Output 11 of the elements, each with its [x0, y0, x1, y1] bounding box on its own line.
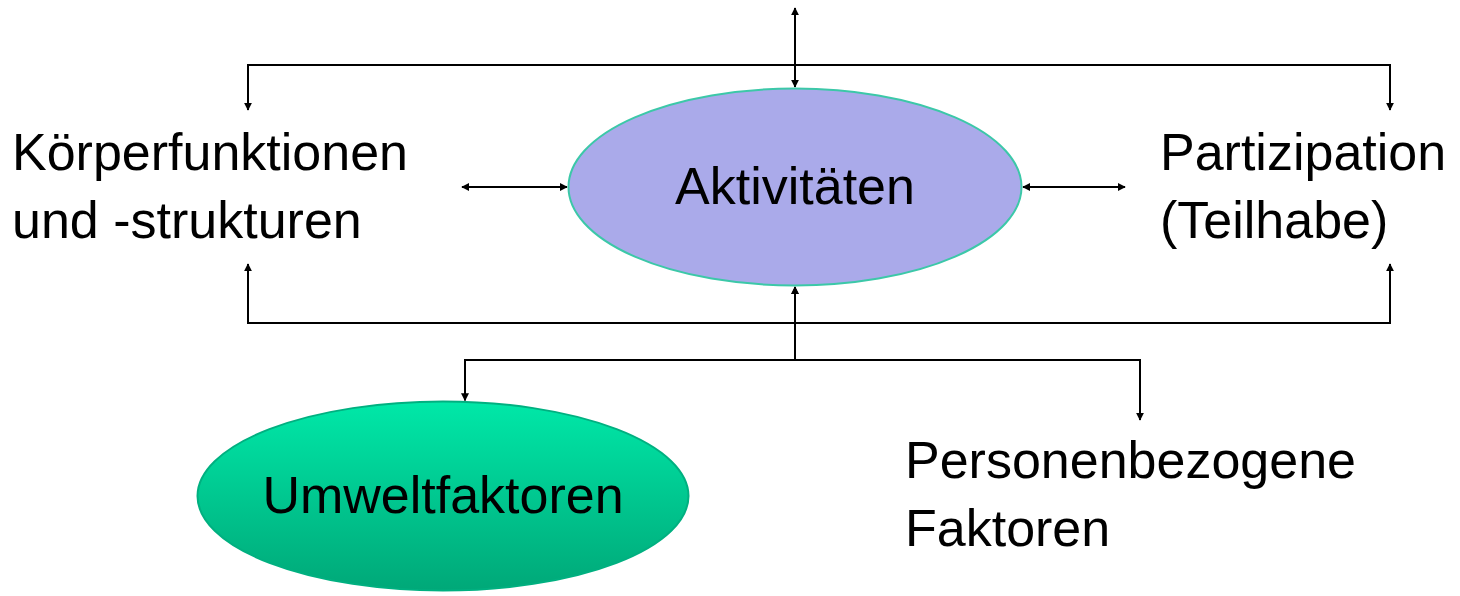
node-label: Personenbezogene Faktoren	[900, 420, 1380, 570]
node-label: Aktivitäten	[675, 157, 915, 216]
double-arrow	[791, 286, 1144, 421]
double-arrow	[1022, 183, 1126, 191]
double-arrow	[244, 263, 1394, 324]
double-arrow	[461, 183, 568, 191]
node-label: Partizipation (Teilhabe)	[1125, 110, 1458, 264]
double-arrow	[791, 7, 799, 88]
node-label: Umweltfaktoren	[262, 466, 624, 525]
node-label: Körperfunktionen und -strukturen	[12, 110, 462, 264]
double-arrow	[244, 64, 1394, 111]
